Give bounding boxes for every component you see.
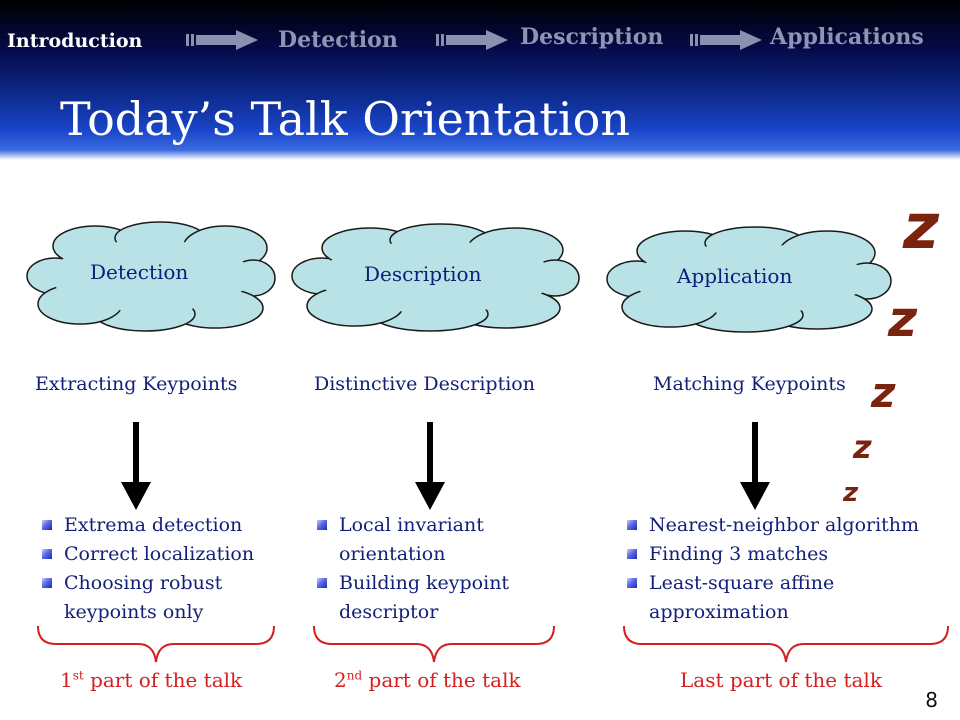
sleep-letter: z <box>888 290 918 348</box>
cloud-shape <box>26 221 276 332</box>
bullet-square-icon <box>42 520 52 530</box>
nav-arrow-icon <box>690 30 762 50</box>
page-number: 8 <box>925 688 938 712</box>
list-item: Correct localization <box>36 540 296 569</box>
bullet-text: Local invariant orientation <box>339 514 484 565</box>
nav-item-description[interactable]: Description <box>520 24 664 50</box>
bullet-square-icon <box>627 549 637 559</box>
sleep-letter: z <box>843 478 859 508</box>
cloud-shape <box>291 223 580 332</box>
part-ordinal: 1 <box>60 668 73 692</box>
sleep-letter: z <box>871 368 896 417</box>
list-item: Finding 3 matches <box>621 540 951 569</box>
bullet-square-icon <box>317 520 327 530</box>
part-ordinal: 2 <box>334 668 347 692</box>
bullet-text: Building keypoint descriptor <box>339 572 510 623</box>
part-label-second: 2nd part of the talk <box>334 668 521 692</box>
bullet-text: Extrema detection <box>64 514 243 536</box>
part-text: part of the talk <box>83 668 243 692</box>
bullet-text: Finding 3 matches <box>649 543 829 565</box>
cloud-label-description: Description <box>364 262 482 286</box>
bullet-square-icon <box>317 578 327 588</box>
sleep-letter: z <box>853 428 872 466</box>
part-text: part of the talk <box>362 668 521 692</box>
header-banner <box>0 0 960 160</box>
curly-brace <box>313 625 555 663</box>
bullet-square-icon <box>42 549 52 559</box>
arrow-down-icon <box>121 422 151 510</box>
bullet-square-icon <box>42 578 52 588</box>
part-ordinal-suffix: nd <box>346 668 363 683</box>
list-item: Nearest-neighbor algorithm <box>621 511 951 540</box>
bullet-square-icon <box>627 578 637 588</box>
bullet-list-detection: Extrema detection Correct localization C… <box>36 511 296 627</box>
arrow-down-icon <box>415 422 445 510</box>
list-item: Choosing robust keypoints only <box>36 569 274 627</box>
bullet-list-description: Local invariant orientation Building key… <box>311 511 571 627</box>
column-subtitle: Matching Keypoints <box>653 373 846 395</box>
column-subtitle: Distinctive Description <box>314 373 535 395</box>
list-item: Extrema detection <box>36 511 296 540</box>
part-ordinal-suffix: st <box>72 668 84 683</box>
cloud-label-application: Application <box>677 264 793 288</box>
nav-arrow-icon <box>186 30 258 50</box>
curly-brace <box>37 625 275 663</box>
nav-arrow-icon <box>436 30 508 50</box>
page-title: Today’s Talk Orientation <box>60 92 630 146</box>
cloud-label-detection: Detection <box>90 260 189 284</box>
list-item: Least-square affine approximation <box>621 569 899 627</box>
bullet-text: Nearest-neighbor algorithm <box>649 514 920 536</box>
bullet-text: Choosing robust keypoints only <box>64 572 223 623</box>
part-label-first: 1st part of the talk <box>60 668 242 692</box>
part-text: Last part of the talk <box>680 668 882 692</box>
nav-item-applications[interactable]: Applications <box>770 24 924 50</box>
arrow-down-icon <box>740 422 770 510</box>
bullet-square-icon <box>627 520 637 530</box>
cloud-shape <box>606 226 892 333</box>
list-item: Building keypoint descriptor <box>311 569 549 627</box>
column-subtitle: Extracting Keypoints <box>35 373 238 395</box>
part-label-last: Last part of the talk <box>680 668 882 692</box>
bullet-list-application: Nearest-neighbor algorithm Finding 3 mat… <box>621 511 951 627</box>
nav-item-introduction[interactable]: Introduction <box>7 30 143 52</box>
curly-brace <box>623 625 949 663</box>
sleep-letter: z <box>903 190 940 263</box>
bullet-text: Correct localization <box>64 543 255 565</box>
list-item: Local invariant orientation <box>311 511 539 569</box>
bullet-text: Least-square affine approximation <box>649 572 835 623</box>
nav-item-detection[interactable]: Detection <box>278 27 398 53</box>
